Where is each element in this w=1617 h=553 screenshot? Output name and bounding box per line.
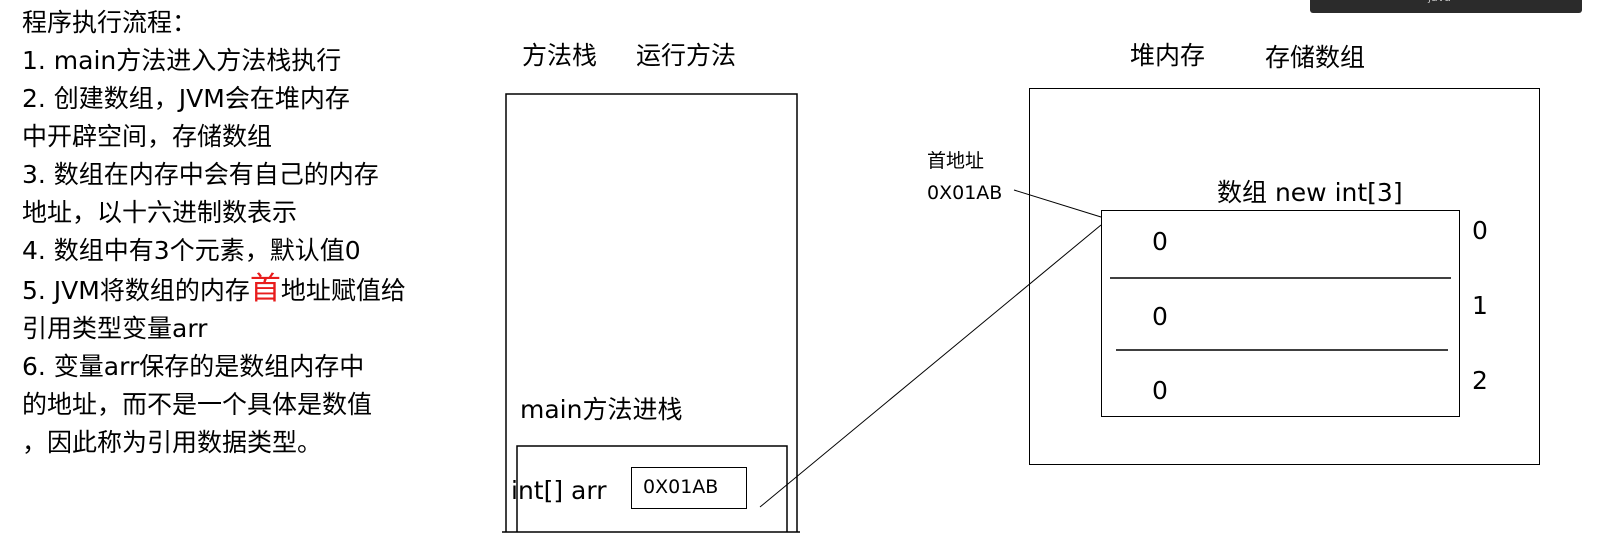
array-cell-1: 0 — [1152, 302, 1168, 331]
steps-title: 程序执行流程： — [22, 8, 198, 37]
step-3-line-2: 地址，以十六进制数表示 — [22, 198, 298, 227]
var-name: int[] arr — [511, 476, 607, 505]
step-5-line-1: 5. JVM将数组的内存首地址赋值给 — [22, 270, 406, 310]
execution-steps: 程序执行流程： 1. main方法进入方法栈执行 2. 创建数组，JVM会在堆内… — [22, 4, 406, 462]
array-label: 数组 new int[3] — [1217, 178, 1403, 207]
step-2-line-2: 中开辟空间，存储数组 — [22, 122, 273, 151]
step-6-line-2: 的地址，而不是一个具体是数值 — [22, 390, 373, 419]
reference-line — [759, 224, 1102, 508]
frame-label: main方法进栈 — [520, 395, 683, 424]
stack-title: 方法栈 — [522, 41, 598, 70]
step-5-line-2: 引用类型变量arr — [22, 314, 208, 343]
highlight-first: 首 — [249, 271, 281, 307]
array-index-1: 1 — [1472, 291, 1488, 320]
address-label: 首地址 — [927, 150, 985, 172]
step-6-line-3: ，因此称为引用数据类型。 — [22, 428, 323, 457]
stack-outline — [505, 93, 798, 532]
step-4: 4. 数组中有3个元素，默认值0 — [22, 236, 361, 265]
main-frame-outline — [516, 445, 788, 532]
array-box — [1101, 210, 1460, 417]
step-2-line-1: 2. 创建数组，JVM会在堆内存 — [22, 84, 350, 113]
step-5-post: 地址赋值给 — [280, 276, 406, 305]
heap-title: 堆内存 — [1130, 41, 1206, 70]
step-1: 1. main方法进入方法栈执行 — [22, 46, 342, 75]
step-3-line-1: 3. 数组在内存中会有自己的内存 — [22, 160, 379, 189]
address-value: 0X01AB — [927, 182, 1003, 204]
editor-tab[interactable]: java — [1310, 0, 1582, 13]
var-value-box — [631, 467, 747, 509]
heap-subtitle: 存储数组 — [1265, 43, 1366, 72]
array-cell-2: 0 — [1152, 376, 1168, 405]
step-5-pre: 5. JVM将数组的内存 — [22, 276, 250, 305]
var-value: 0X01AB — [643, 476, 719, 498]
stack-subtitle: 运行方法 — [636, 41, 737, 70]
tab-label: java — [1428, 0, 1451, 4]
array-index-0: 0 — [1472, 216, 1488, 245]
step-6-line-1: 6. 变量arr保存的是数组内存中 — [22, 352, 365, 381]
array-index-2: 2 — [1472, 366, 1488, 395]
heap-box — [1029, 88, 1540, 465]
array-cell-0: 0 — [1152, 227, 1168, 256]
address-pointer-line — [1013, 189, 1102, 218]
